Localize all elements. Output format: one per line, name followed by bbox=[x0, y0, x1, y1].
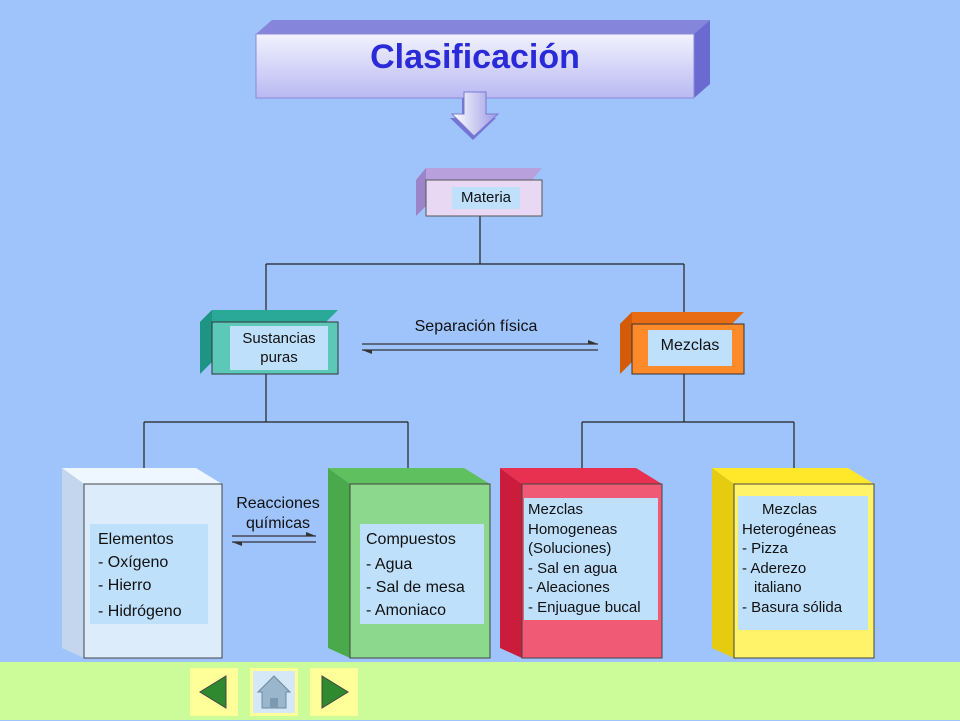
compuestos-box bbox=[328, 468, 491, 659]
compuestos-heading: Compuestos bbox=[366, 531, 456, 548]
homogeneas-box bbox=[500, 468, 663, 659]
prev-button[interactable] bbox=[190, 668, 238, 716]
reaction-arrows bbox=[232, 532, 316, 546]
down-arrow-icon bbox=[450, 91, 500, 140]
reacciones-quimicas-label: Reacciones químicas bbox=[236, 495, 320, 532]
elementos-box bbox=[62, 468, 223, 659]
elementos-label: Elementos - Oxígeno - Hierro - Hidrógeno bbox=[98, 528, 208, 623]
list-item: - Hidrógeno bbox=[98, 603, 182, 620]
heterogeneas-box bbox=[712, 468, 875, 659]
list-item: - Basura sólida bbox=[742, 598, 843, 616]
separacion-fisica-label: Separación física bbox=[414, 318, 538, 335]
list-item: italiano bbox=[754, 579, 802, 596]
connector-lines bbox=[143, 216, 795, 472]
list-item: - Aleaciones bbox=[528, 579, 610, 596]
home-icon bbox=[253, 671, 295, 713]
materia-box bbox=[416, 168, 543, 217]
list-item: - Agua bbox=[366, 556, 413, 573]
list-item: - Aderezo bbox=[742, 559, 807, 577]
heterogeneas-label: Mezclas Heterogéneas - Pizza - Aderezo i… bbox=[742, 500, 868, 617]
materia-label: Materia bbox=[460, 189, 512, 206]
elementos-heading: Elementos bbox=[98, 531, 174, 548]
right-triangle-icon bbox=[321, 675, 349, 709]
compuestos-label: Compuestos - Agua - Sal de mesa - Amonia… bbox=[366, 528, 484, 622]
list-item: - Enjuague bucal bbox=[528, 598, 641, 616]
sustancias-puras-label: Sustancias puras bbox=[242, 330, 316, 366]
heterogeneas-heading: Mezclas bbox=[762, 501, 818, 518]
sustancias-puras-box bbox=[200, 310, 339, 375]
home-button[interactable] bbox=[250, 668, 298, 716]
next-button[interactable] bbox=[310, 668, 358, 716]
footer-bar bbox=[0, 662, 960, 720]
title-banner bbox=[255, 20, 710, 99]
list-item: - Sal en agua bbox=[528, 559, 618, 577]
homogeneas-heading: Mezclas bbox=[528, 501, 584, 518]
heterogeneas-heading: Heterogéneas bbox=[742, 520, 837, 538]
mezclas-label: Mezclas bbox=[660, 337, 720, 354]
page-title: Clasificación bbox=[370, 38, 580, 76]
list-item: - Pizza bbox=[742, 540, 788, 557]
homogeneas-label: Mezclas Homogeneas (Soluciones) - Sal en… bbox=[528, 500, 658, 617]
left-triangle-icon bbox=[199, 675, 227, 709]
homogeneas-heading: (Soluciones) bbox=[528, 540, 612, 557]
list-item: - Hierro bbox=[98, 577, 152, 594]
separation-arrows bbox=[362, 340, 598, 354]
list-item: - Sal de mesa bbox=[366, 579, 465, 596]
homogeneas-heading: Homogeneas bbox=[528, 520, 618, 538]
list-item: - Oxígeno bbox=[98, 554, 169, 571]
list-item: - Amoniaco bbox=[366, 602, 447, 619]
mezclas-box bbox=[620, 312, 745, 375]
